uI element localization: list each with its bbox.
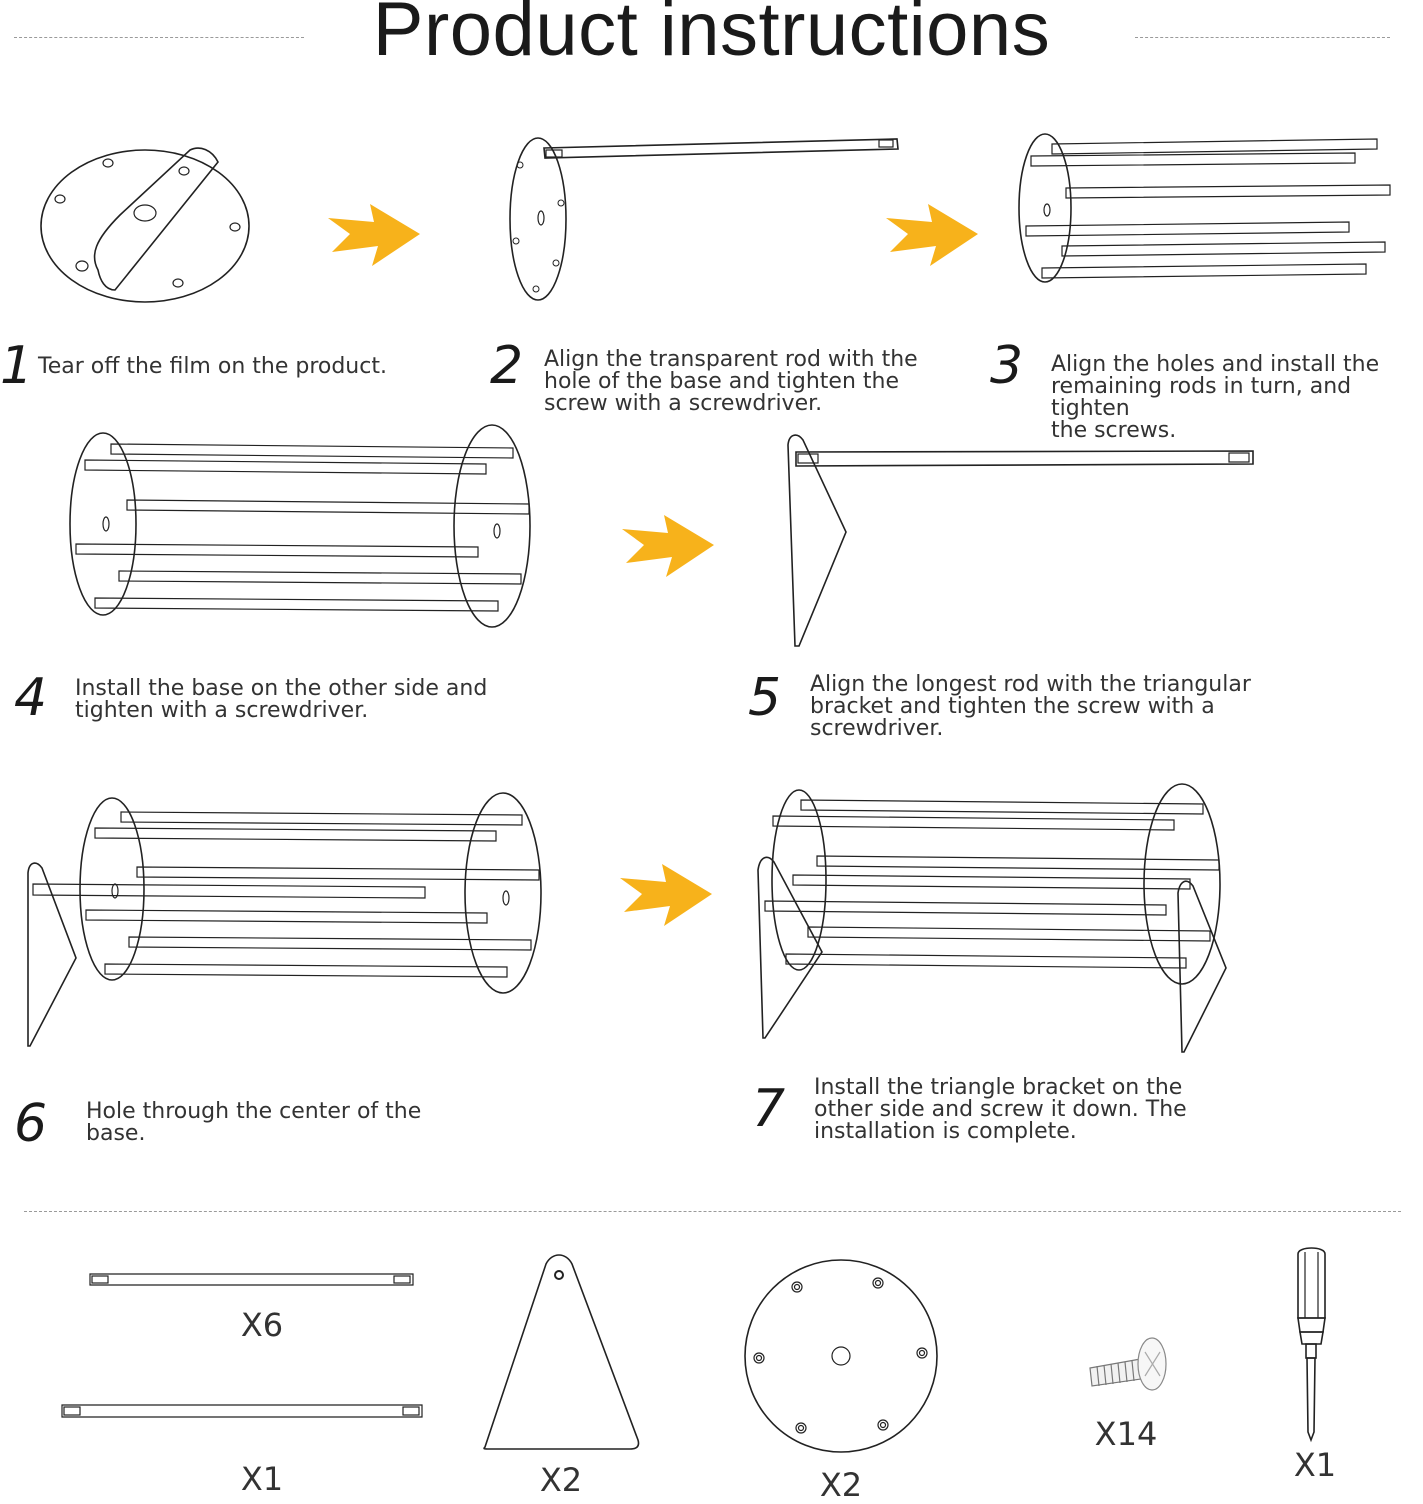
short-rod-qty: X6 bbox=[240, 1306, 284, 1344]
title-divider-right bbox=[1135, 37, 1390, 38]
step-3-text: Align the holes and install the remainin… bbox=[1051, 354, 1423, 442]
page-title: Product instructions bbox=[372, 0, 1051, 72]
step-2-number: 2 bbox=[490, 336, 524, 396]
step-5-line: bracket and tighten the screw with a bbox=[810, 694, 1215, 719]
screwdriver-qty: X1 bbox=[1293, 1446, 1337, 1484]
step-6-number: 6 bbox=[14, 1094, 48, 1154]
triangle-bracket-qty: X2 bbox=[539, 1461, 583, 1499]
step-7-line: installation is complete. bbox=[814, 1119, 1077, 1144]
step-1-text: Tear off the film on the product. bbox=[38, 356, 387, 378]
step-2-line: Align the transparent rod with the bbox=[544, 347, 918, 372]
step-4-text: Install the base on the other side and t… bbox=[75, 678, 487, 722]
step-4-line: Install the base on the other side and bbox=[75, 676, 488, 701]
step-3-line: the screws. bbox=[1051, 418, 1177, 443]
step-3-number: 3 bbox=[990, 336, 1024, 396]
step-7-text: Install the triangle bracket on the othe… bbox=[814, 1077, 1187, 1143]
step-5-line: screwdriver. bbox=[810, 716, 944, 741]
step-4-line: tighten with a screwdriver. bbox=[75, 698, 369, 723]
step-1-number: 1 bbox=[0, 336, 34, 396]
step-2-text: Align the transparent rod with the hole … bbox=[544, 349, 918, 415]
base-disc-qty: X2 bbox=[819, 1466, 863, 1504]
step-5-line: Align the longest rod with the triangula… bbox=[810, 672, 1251, 697]
screw-qty: X14 bbox=[1094, 1415, 1158, 1453]
step-6-line: base. bbox=[86, 1121, 146, 1146]
step-3-line: Align the holes and install the bbox=[1051, 352, 1380, 377]
step-5-text: Align the longest rod with the triangula… bbox=[810, 674, 1251, 740]
step-7-number: 7 bbox=[752, 1079, 786, 1139]
step-7-line: Install the triangle bracket on the bbox=[814, 1075, 1183, 1100]
step-4-number: 4 bbox=[14, 668, 48, 728]
step-6-line: Hole through the center of the bbox=[86, 1099, 422, 1124]
title-divider-left bbox=[14, 37, 304, 38]
step-2-line: hole of the base and tighten the bbox=[544, 369, 900, 394]
step-7-line: other side and screw it down. The bbox=[814, 1097, 1187, 1122]
long-rod-qty: X1 bbox=[240, 1460, 284, 1498]
step-1-line: Tear off the film on the product. bbox=[38, 354, 387, 379]
parts-divider bbox=[24, 1211, 1401, 1212]
step-2-line: screw with a screwdriver. bbox=[544, 391, 823, 416]
step-6-text: Hole through the center of the base. bbox=[86, 1101, 421, 1145]
step-5-number: 5 bbox=[748, 668, 782, 728]
step-3-line: remaining rods in turn, and tighten bbox=[1051, 374, 1352, 421]
